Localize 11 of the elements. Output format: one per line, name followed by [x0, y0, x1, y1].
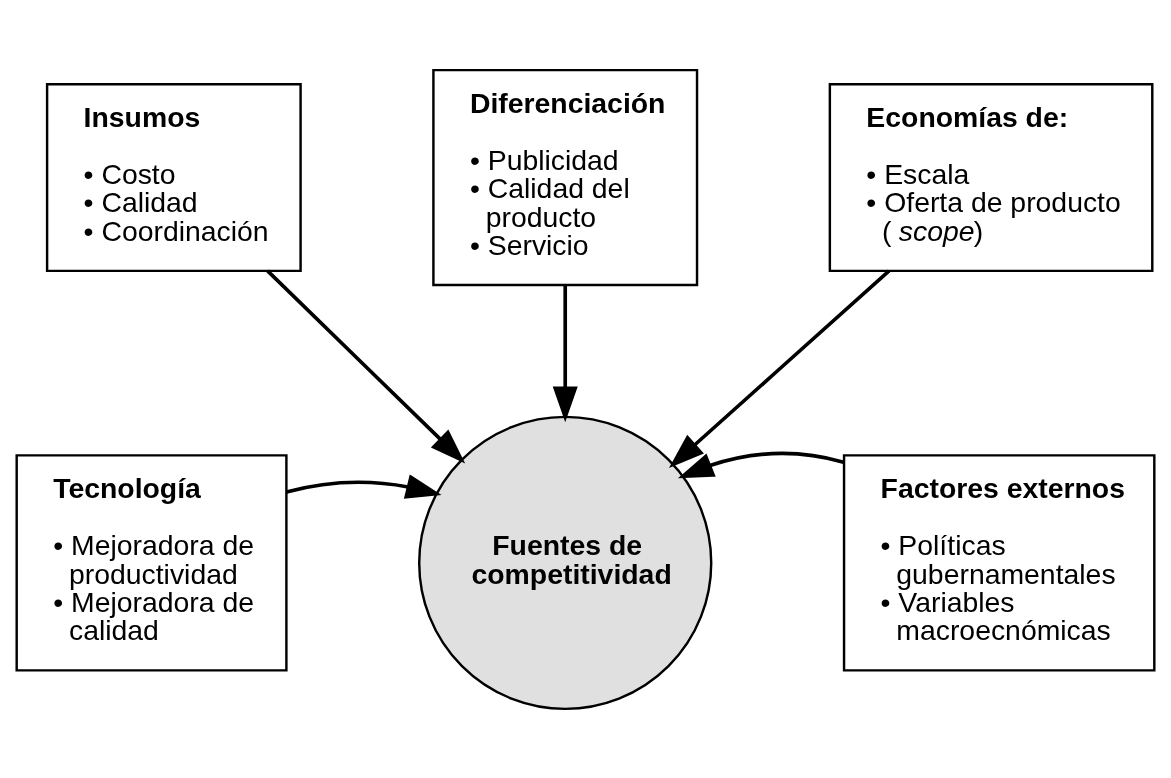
arrow	[286, 473, 442, 499]
node-box: Tecnología • Mejoradora de productividad • Mejoradora de calidad	[15, 453, 288, 672]
node-circle: Fuentes de competitividad	[418, 415, 713, 710]
node-box: Insumos • Costo • Calidad • Coordinación	[45, 82, 302, 272]
arrow	[266, 269, 466, 463]
node-box: Economías de: • Escala • Oferta de producto (scope)	[828, 82, 1154, 272]
node-box: Diferenciación • Publicidad • Calidad del producto • Servicio	[432, 68, 699, 286]
arrow	[677, 451, 845, 478]
node-box: Factores externos • Políticas gubernamentales • Variables macroecnómicas	[842, 453, 1156, 672]
arrow	[668, 269, 891, 468]
arrow	[552, 285, 578, 422]
